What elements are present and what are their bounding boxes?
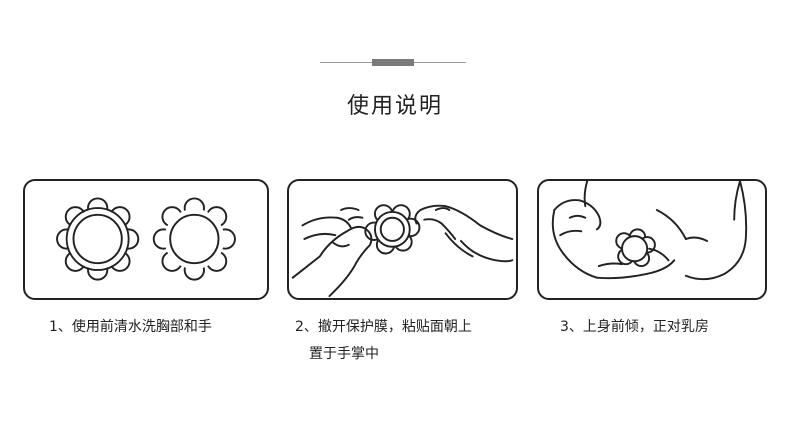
pad-in-hands xyxy=(364,204,421,255)
step-3-illustration xyxy=(537,179,767,300)
torso-neck-line xyxy=(583,181,589,208)
step-1-caption-line-1: 1、使用前清水洗胸部和手 xyxy=(49,319,212,335)
flower-pads-drawing xyxy=(56,197,236,281)
step-3-caption: 3、上身前倾，正对乳房 xyxy=(560,314,709,341)
step-1-caption: 1、使用前清水洗胸部和手 xyxy=(49,314,212,341)
left-hand xyxy=(291,225,373,298)
section-title: 使用说明 xyxy=(346,94,443,119)
hands-holding-pad-drawing xyxy=(291,204,514,298)
header-divider-accent xyxy=(372,59,414,66)
step-2-illustration xyxy=(287,179,518,300)
hand-fingers xyxy=(595,259,676,280)
arm-upper xyxy=(553,199,602,231)
step-2-caption-line-2: 置于手掌中 xyxy=(309,346,379,362)
step-1-illustration xyxy=(23,179,269,300)
step-3-caption-line-1: 3、上身前倾，正对乳房 xyxy=(560,319,709,335)
step-2-caption-line-1: 2、撤开保护膜，粘贴面朝上 xyxy=(295,319,472,335)
step-2-caption: 2、撤开保护膜，粘贴面朝上 置于手掌中 xyxy=(295,314,472,368)
pad-at-chest xyxy=(615,228,656,268)
right-hand xyxy=(414,204,514,240)
torso-back-line xyxy=(684,181,748,281)
torso-applying-pad-drawing xyxy=(551,181,748,281)
